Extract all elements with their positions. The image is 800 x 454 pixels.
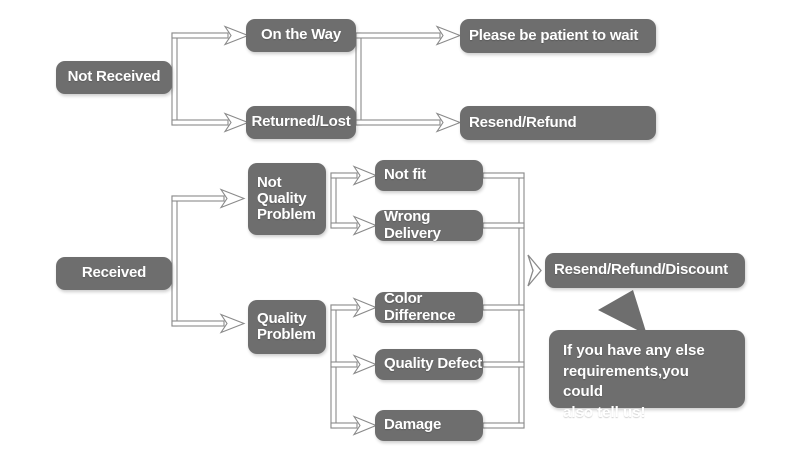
arrowhead-please-wait: [435, 25, 462, 46]
arrowhead-damage: [352, 415, 378, 436]
callout-tail: [598, 290, 647, 335]
node-damage[interactable]: Damage: [375, 410, 483, 441]
wire-received-trunk: [171, 195, 225, 327]
node-on-the-way[interactable]: On the Way: [246, 19, 356, 52]
node-resend-refund[interactable]: Resend/Refund: [460, 106, 656, 140]
arrowhead-not-fit: [352, 165, 378, 186]
wire-not-received-trunk: [171, 32, 229, 126]
wire-not-quality-children: [330, 172, 358, 229]
node-color-difference[interactable]: Color Difference: [375, 291, 483, 323]
arrowhead-on-the-way: [223, 25, 250, 46]
arrowhead-returned-lost: [223, 112, 250, 133]
node-received[interactable]: Received: [56, 257, 172, 290]
node-not-fit[interactable]: Not fit: [375, 160, 483, 191]
wire-quality-children: [330, 304, 358, 429]
node-returned-lost[interactable]: Returned/Lost: [246, 106, 356, 139]
arrowhead-quality-problem: [219, 313, 246, 334]
arrowhead-quality-defect: [352, 354, 378, 375]
node-quality-defect[interactable]: Quality Defect: [375, 349, 483, 380]
arrowhead-resend-refund: [435, 112, 462, 133]
callout-balloon: If you have any else requirements,you co…: [549, 330, 745, 421]
node-resend-refund-discount[interactable]: Resend/Refund/Discount: [545, 253, 745, 288]
node-please-be-patient-to-wait[interactable]: Please be patient to wait: [460, 19, 656, 53]
arrowhead-resend-refund-discount: [527, 254, 542, 287]
node-quality-problem[interactable]: Quality Problem: [248, 300, 326, 354]
node-not-received[interactable]: Not Received: [56, 61, 172, 94]
arrowhead-wrong-delivery: [352, 215, 378, 236]
wire-reasons-bus: [482, 172, 525, 429]
node-not-quality-problem[interactable]: Not Quality Problem: [248, 163, 326, 235]
node-wrong-delivery[interactable]: Wrong Delivery: [375, 209, 483, 241]
arrowhead-not-quality-problem: [219, 188, 246, 209]
arrowhead-color-difference: [352, 297, 378, 318]
wire-stage-to-outcome: [355, 32, 441, 126]
